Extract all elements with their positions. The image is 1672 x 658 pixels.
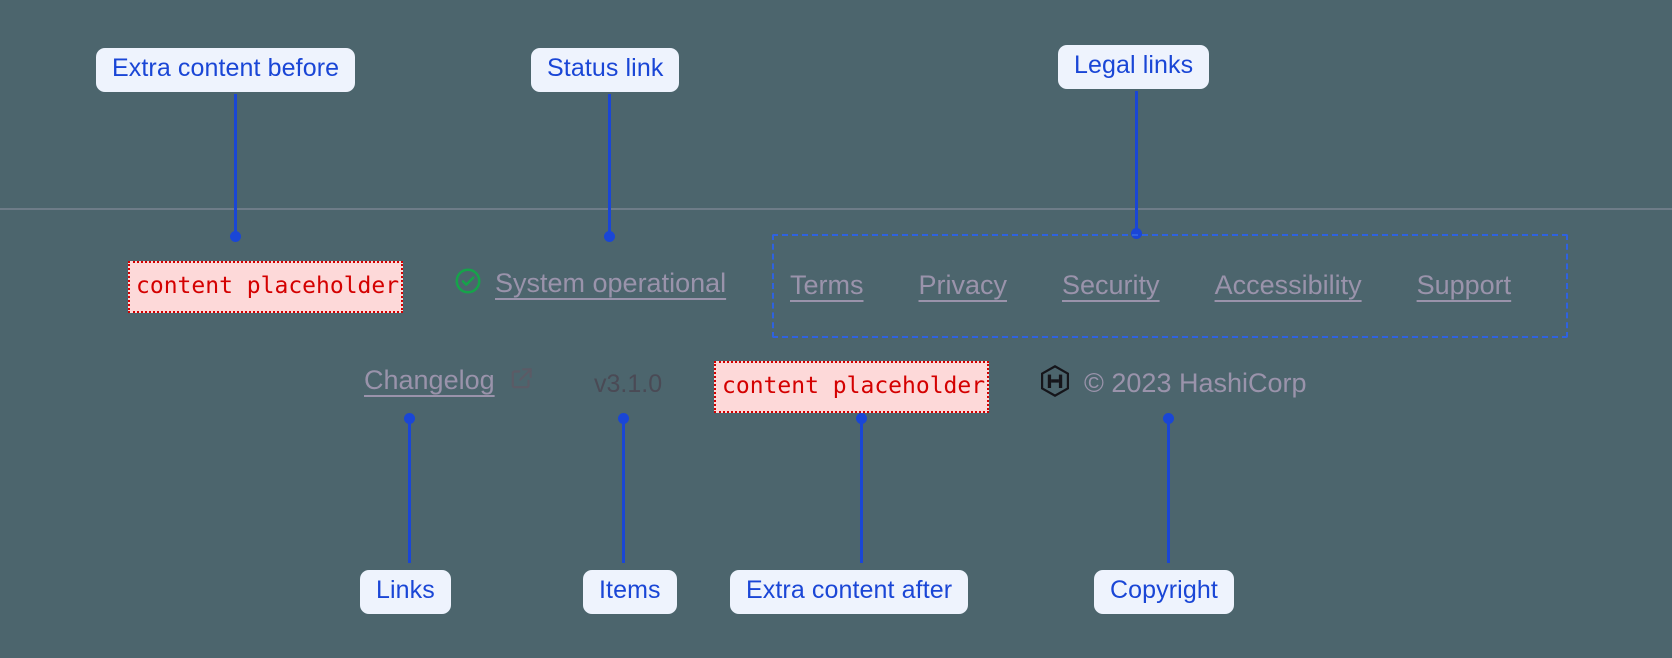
annotation-items: Items xyxy=(583,570,677,614)
version-label: v3.1.0 xyxy=(594,370,663,398)
status-label: System operational xyxy=(495,268,727,298)
annotation-extra-content-after: Extra content after xyxy=(730,570,969,614)
content-placeholder-after: content placeholder xyxy=(714,361,989,413)
check-circle-icon xyxy=(453,266,483,301)
leader-dot-status xyxy=(604,231,615,242)
leader-line-links xyxy=(408,418,411,563)
legal-link-privacy[interactable]: Privacy xyxy=(918,270,1008,300)
annotation-status-link: Status link xyxy=(531,48,680,92)
legal-link-accessibility[interactable]: Accessibility xyxy=(1214,270,1362,300)
legal-link-security[interactable]: Security xyxy=(1062,270,1160,300)
content-placeholder-before: content placeholder xyxy=(128,261,403,313)
copyright-text: © 2023 HashiCorp xyxy=(1084,368,1307,398)
annotation-copyright: Copyright xyxy=(1094,570,1234,614)
annotation-extra-content-before: Extra content before xyxy=(96,48,356,92)
copyright-block: © 2023 HashiCorp xyxy=(1040,365,1307,402)
annotation-legal-links: Legal links xyxy=(1058,45,1210,89)
hashicorp-logo-icon xyxy=(1040,365,1070,402)
external-link-icon xyxy=(509,365,535,396)
leader-line-copyright xyxy=(1167,418,1170,563)
annotation-links: Links xyxy=(360,570,451,614)
legal-link-terms[interactable]: Terms xyxy=(790,270,864,300)
leader-line-extra-after xyxy=(860,418,863,563)
leader-line-legal xyxy=(1135,91,1138,233)
leader-line-items xyxy=(622,418,625,563)
leader-line-status xyxy=(608,94,611,236)
leader-dot-legal xyxy=(1131,228,1142,239)
leader-dot-extra-before xyxy=(230,231,241,242)
status-link[interactable]: System operational xyxy=(453,266,726,301)
legal-link-support[interactable]: Support xyxy=(1416,270,1512,300)
changelog-label: Changelog xyxy=(364,365,495,395)
leader-line-extra-before xyxy=(234,94,237,236)
legal-links-highlight-box xyxy=(772,234,1568,338)
legal-links-group: Terms Privacy Security Accessibility Sup… xyxy=(790,270,1511,301)
footer-top-divider xyxy=(0,208,1672,210)
changelog-link[interactable]: Changelog xyxy=(364,365,535,396)
